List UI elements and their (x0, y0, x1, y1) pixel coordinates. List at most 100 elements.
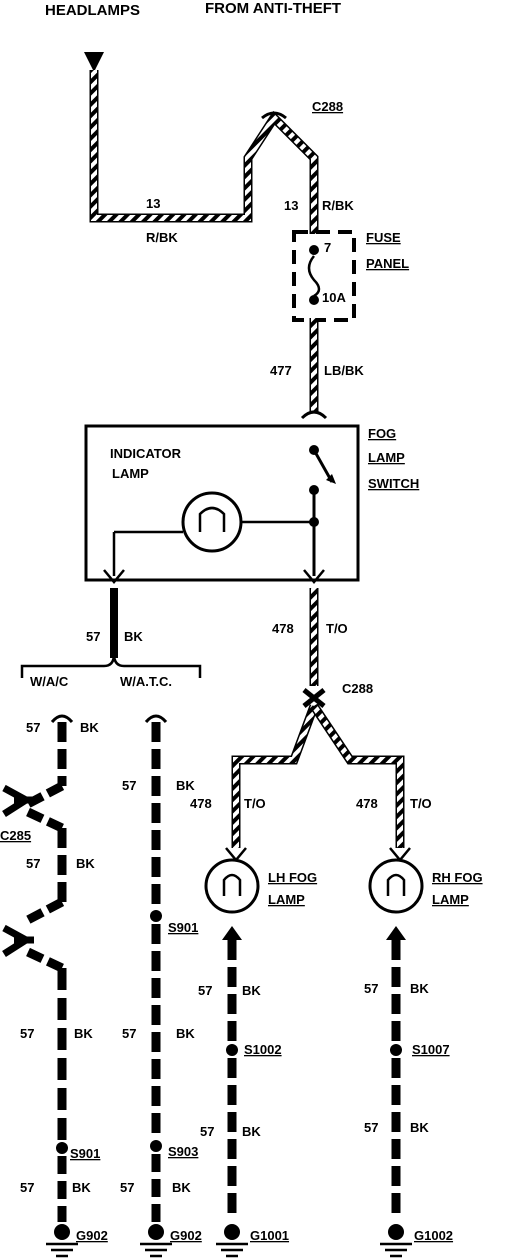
fuse-panel-label-1: FUSE (366, 230, 401, 245)
wac-57b-color: BK (76, 856, 95, 871)
c285-label: C285 (0, 828, 31, 843)
fuse-element-icon (307, 255, 321, 298)
indicator-lamp-icon (181, 491, 243, 553)
fog-lamp-switch-box (84, 424, 360, 582)
fuse-terminal-top (309, 245, 319, 255)
rh-fog-lamp-filament (386, 873, 406, 896)
w478-num: 478 (272, 621, 294, 636)
watc-57a-num: 57 (122, 778, 136, 793)
ground-g902-a-icon (46, 1242, 78, 1258)
wire-478-branches (231, 703, 405, 848)
watc-57c-num: 57 (120, 1180, 134, 1195)
wac-57d-color: BK (72, 1180, 91, 1195)
w478-rh-num: 478 (356, 796, 378, 811)
w13-right-num: 13 (284, 198, 298, 213)
ground-g1002-dot (388, 1224, 404, 1240)
fog-lamp-switch-label-3: SWITCH (368, 476, 419, 491)
splice-s901-b-dot (150, 910, 162, 922)
fuse-panel-label-2: PANEL (366, 256, 409, 271)
rh-lamp-connector-icon (389, 847, 411, 862)
wac-57a-color: BK (80, 720, 99, 735)
indicator-filament (198, 506, 226, 532)
ground-g902-b-icon (140, 1242, 172, 1258)
option-wac-label: W/A/C (30, 674, 69, 689)
w477-color: LB/BK (324, 363, 364, 378)
c288-mid-label: C288 (342, 681, 373, 696)
watc-connector-top-icon (144, 714, 168, 724)
w478-rh-color: T/O (410, 796, 432, 811)
lh-57a-color: BK (242, 983, 261, 998)
ground-g1001-dot (224, 1224, 240, 1240)
lh-57b-num: 57 (200, 1124, 214, 1139)
watc-57b-num: 57 (122, 1026, 136, 1041)
connector-c288-top-icon (261, 111, 287, 120)
connector-c288-mid-icon (302, 688, 326, 708)
wac-wire-diag-3 (21, 898, 65, 926)
rh-fog-lamp-label-2: LAMP (432, 892, 469, 907)
lh-57b-color: BK (242, 1124, 261, 1139)
watc-57c-color: BK (172, 1180, 191, 1195)
fog-lamp-switch-label-1: FOG (368, 426, 396, 441)
splice-s1007-label: S1007 (412, 1042, 450, 1057)
w478-color: T/O (326, 621, 348, 636)
lh-fog-lamp-label-2: LAMP (268, 892, 305, 907)
splice-s1002-dot (226, 1044, 238, 1056)
w13-left-color: R/BK (146, 230, 178, 245)
lh-57a-num: 57 (198, 983, 212, 998)
w57-sw-num: 57 (86, 629, 100, 644)
w13-right-color: R/BK (322, 198, 354, 213)
wac-57b-num: 57 (26, 856, 40, 871)
w478-lh-num: 478 (190, 796, 212, 811)
ground-g902-a-dot (54, 1224, 70, 1240)
splice-s901-b-label: S901 (168, 920, 198, 935)
lh-lamp-connector-icon (225, 847, 247, 862)
w13-left-num: 13 (146, 196, 160, 211)
headlamps-title: HEADLAMPS (45, 2, 140, 19)
headlamps-arrow-icon (84, 52, 104, 72)
fuse-terminal-bottom (309, 295, 319, 305)
w477-num: 477 (270, 363, 292, 378)
switch-connector-right-icon (303, 569, 325, 584)
rh-57b-color: BK (410, 1120, 429, 1135)
lh-fog-lamp-label-1: LH FOG (268, 870, 317, 885)
ground-g902-b-label: G902 (170, 1228, 202, 1243)
lh-ground-arrow-icon (222, 926, 242, 940)
lh-fog-lamp-icon (204, 858, 260, 914)
splice-s901-a-label: S901 (70, 1146, 100, 1161)
wac-57c-num: 57 (20, 1026, 34, 1041)
splice-s903-dot (150, 1140, 162, 1152)
w57-sw-color: BK (124, 629, 143, 644)
ground-g902-a-label: G902 (76, 1228, 108, 1243)
splice-s1002-label: S1002 (244, 1042, 282, 1057)
wac-wire-diag-4 (26, 947, 64, 973)
w478-lh-color: T/O (244, 796, 266, 811)
wac-57a-num: 57 (26, 720, 40, 735)
c285-connector-icon (2, 784, 34, 817)
switch-connector-top-icon (300, 410, 328, 420)
ground-g1002-label: G1002 (414, 1228, 453, 1243)
splice-s903-label: S903 (168, 1144, 198, 1159)
rh-fog-lamp-icon (368, 858, 424, 914)
rh-57b-num: 57 (364, 1120, 378, 1135)
wac-wire-diag-2 (26, 807, 64, 833)
indicator-lamp-label-2: LAMP (112, 466, 149, 481)
splice-s901-a-dot (56, 1142, 68, 1154)
c288-top-label: C288 (312, 99, 343, 114)
splice-s1007-dot (390, 1044, 402, 1056)
fuse-rating: 10A (322, 290, 346, 305)
watc-57b-color: BK (176, 1026, 195, 1041)
fog-lamp-switch-label-2: LAMP (368, 450, 405, 465)
wac-57c-color: BK (74, 1026, 93, 1041)
switch-blade-arrow-icon (326, 474, 336, 484)
wac-57d-num: 57 (20, 1180, 34, 1195)
rh-fog-lamp-label-1: RH FOG (432, 870, 483, 885)
rh-ground-arrow-icon (386, 926, 406, 940)
watc-57a-color: BK (176, 778, 195, 793)
rh-57a-num: 57 (364, 981, 378, 996)
ground-g902-b-dot (148, 1224, 164, 1240)
rh-57a-color: BK (410, 981, 429, 996)
option-brace (20, 653, 202, 678)
lh-fog-lamp-filament (222, 873, 242, 896)
fuse-number: 7 (324, 240, 331, 255)
